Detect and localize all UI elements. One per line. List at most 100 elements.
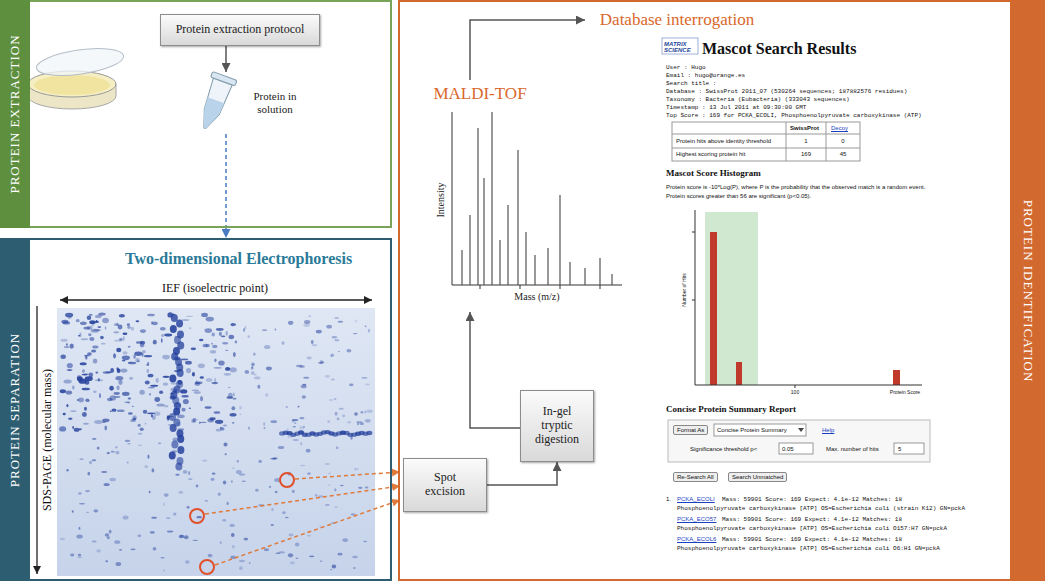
mascot-screenshot	[692, 232, 795, 388]
gel-spot	[171, 441, 178, 449]
gel-spot	[140, 427, 144, 431]
gel-spot	[134, 352, 142, 356]
gel-spot	[98, 378, 100, 381]
gel-spot	[218, 360, 224, 365]
gel-spot	[109, 386, 114, 391]
gel-spot	[135, 358, 139, 362]
gel-spot	[334, 317, 339, 318]
gel-spot	[99, 393, 101, 398]
gel-spot	[154, 397, 160, 402]
mascot-screenshot	[893, 370, 900, 385]
gel-spot	[76, 319, 80, 322]
gel-spot	[302, 395, 306, 398]
process-box: In-gel tryptic digestion	[520, 390, 594, 462]
excision-arrow	[205, 472, 400, 565]
gel-spot	[349, 383, 353, 386]
gel-spot	[127, 402, 130, 404]
gel-spot	[123, 333, 128, 336]
gel-spot	[228, 387, 230, 389]
mass-spectrum	[480, 285, 600, 289]
gel-spot	[300, 442, 302, 446]
gel-spot	[149, 393, 151, 395]
gel-spot	[185, 560, 190, 563]
gel-spot	[93, 329, 101, 331]
eppendorf-tube	[193, 71, 237, 133]
gel-spot	[188, 471, 190, 475]
gel-spot	[83, 423, 89, 425]
gel-spot	[189, 327, 191, 329]
gel-spot	[264, 427, 266, 429]
result-field: Mass: 59901 Score: 169 Expect: 4.1e-12 M…	[722, 496, 902, 503]
gel-spot	[152, 468, 155, 472]
mascot-screenshot	[710, 232, 717, 385]
gel-spot	[311, 340, 314, 344]
gel-spot	[122, 392, 130, 396]
hyperlink: PCKA_ECOLI	[677, 496, 715, 502]
mascot-screenshot	[662, 38, 698, 54]
gel-spot	[184, 535, 189, 539]
gel-spot	[192, 540, 198, 541]
page-title: Mascot Search Results	[702, 40, 856, 58]
gel-spot	[206, 378, 213, 382]
gel-spot	[101, 471, 107, 473]
table-cell: 5	[898, 446, 901, 452]
eppendorf-tube	[196, 78, 232, 132]
gel-spot	[356, 468, 358, 469]
gel-spot	[98, 312, 106, 315]
gel-spot	[254, 374, 257, 375]
table-header: SwissProt	[790, 125, 819, 131]
gel-spot	[94, 420, 102, 424]
gel-spot	[111, 409, 116, 412]
gel-spot	[338, 351, 340, 352]
gel-spot	[195, 382, 203, 384]
gel-spot	[60, 355, 65, 360]
gel-spot	[292, 426, 296, 428]
process-box: Protein extraction protocol	[160, 14, 320, 46]
gel-spot	[270, 420, 277, 423]
gel-spot	[92, 459, 97, 461]
gel-spot	[114, 392, 120, 395]
gel-spot	[192, 390, 199, 392]
gel-spot	[335, 412, 338, 416]
gel-spot	[84, 407, 87, 411]
gel-spot	[156, 403, 164, 406]
gel-spot	[367, 410, 373, 413]
node-text: MALDI-TOF	[433, 84, 526, 104]
gel-spot	[363, 541, 367, 543]
gel-spot	[232, 545, 235, 548]
node-text: Spot excision	[419, 471, 472, 499]
gel-spot	[307, 535, 311, 536]
gel-spot	[304, 320, 310, 324]
gel-spot	[288, 553, 293, 557]
section-label: PROTEIN EXTRACTION	[7, 34, 23, 193]
gel-spot	[239, 566, 242, 570]
gel-spot	[85, 380, 90, 385]
gel-spot	[320, 360, 324, 364]
mascot-screenshot	[714, 424, 806, 436]
gel-spot	[180, 389, 187, 393]
gel-spot	[82, 412, 87, 417]
gel-spot	[107, 398, 113, 402]
gel-spot	[233, 398, 237, 400]
gel-spot	[243, 328, 245, 332]
gel-spot	[145, 423, 147, 424]
gel-spot	[300, 465, 306, 467]
result-field: Phosphoenolpyruvate carboxykinase [ATP] …	[677, 505, 965, 512]
gel-spot	[264, 345, 270, 349]
gel-spot	[175, 463, 182, 471]
connector-arrow	[225, 46, 227, 72]
gel-spot	[251, 367, 254, 370]
gel-spot	[65, 313, 73, 318]
gel-spot	[282, 341, 285, 345]
gel-spot	[164, 493, 169, 497]
mascot-screenshot	[736, 362, 742, 385]
gel-spot	[342, 538, 348, 542]
gel-spot	[179, 491, 183, 494]
gel-spot	[211, 333, 214, 337]
gel-spot	[96, 549, 101, 552]
gel-spot	[355, 319, 357, 322]
gel-spot	[200, 422, 207, 423]
gel-spot	[337, 321, 343, 323]
gel-spot	[148, 374, 154, 378]
gel-spot	[79, 333, 81, 338]
